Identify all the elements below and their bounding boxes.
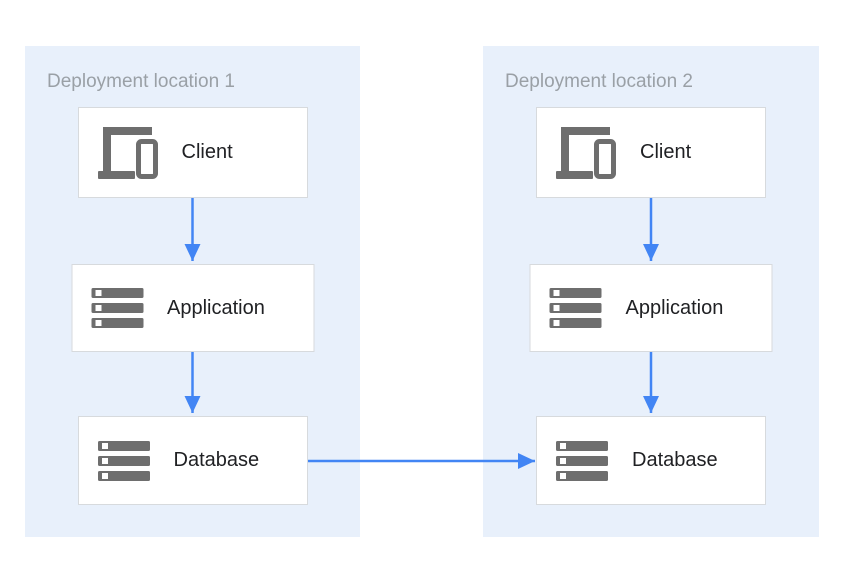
client-node: Client xyxy=(536,107,766,198)
node-label: Database xyxy=(632,449,718,471)
node-label: Application xyxy=(625,296,724,319)
database-node: Database xyxy=(536,416,766,505)
node-label: Database xyxy=(173,449,260,471)
deployment-location-2-zone: Deployment location 2 Client xyxy=(483,46,819,537)
node-label: Client xyxy=(181,141,233,163)
application-node: Application xyxy=(71,264,314,352)
node-label: Client xyxy=(640,141,692,163)
node-label: Application xyxy=(167,296,265,319)
server-stack-icon xyxy=(549,288,602,328)
server-stack-icon xyxy=(556,440,608,481)
panel-title: Deployment location 1 xyxy=(47,71,235,92)
devices-icon xyxy=(556,126,616,179)
panel-title: Deployment location 2 xyxy=(505,71,693,92)
application-node: Application xyxy=(529,264,773,352)
database-node: Database xyxy=(77,416,308,505)
server-stack-icon xyxy=(97,440,150,481)
devices-icon xyxy=(97,126,158,179)
server-stack-icon xyxy=(91,288,143,328)
deployment-location-1-zone: Deployment location 1 Client xyxy=(25,46,360,537)
client-node: Client xyxy=(77,107,308,198)
